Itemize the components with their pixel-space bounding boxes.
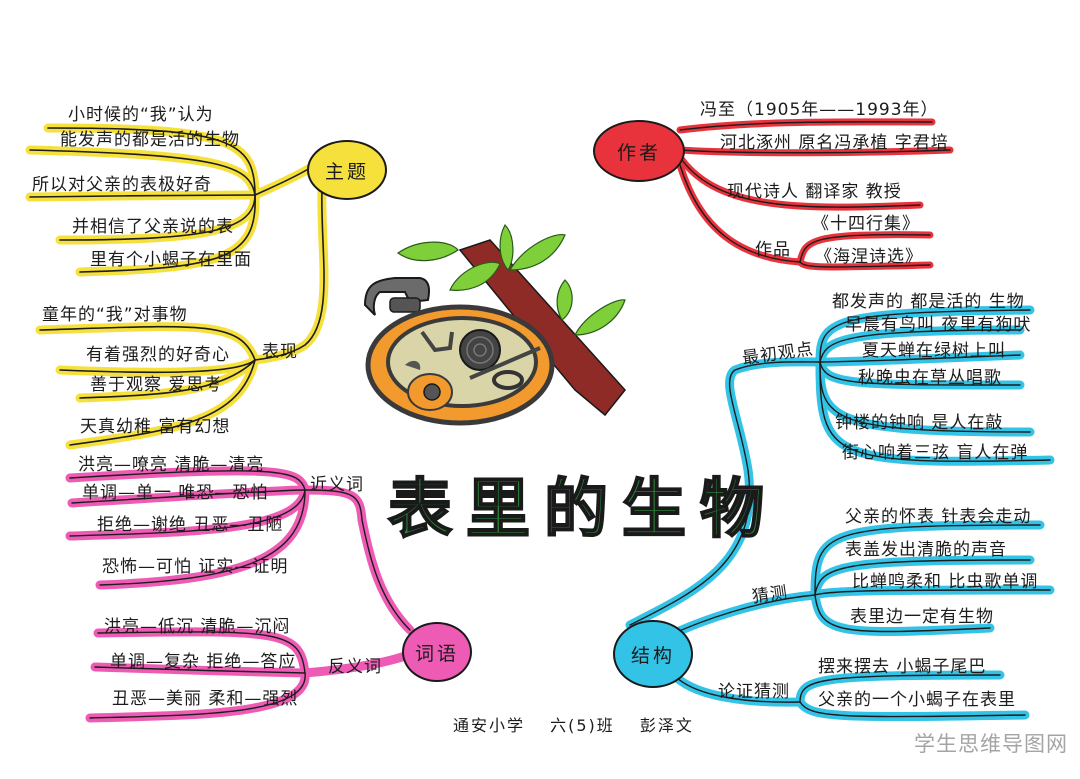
theme-performance-label: 表现 (262, 342, 298, 362)
author-item: 冯至（1905年——1993年） (700, 100, 939, 120)
author-item: 现代诗人 翻译家 教授 (727, 182, 902, 202)
theme-item: 能发声的都是活的生物 (60, 130, 240, 150)
theme-item: 小时候的“我”认为 (68, 105, 214, 125)
central-title: 表里的生物 (387, 471, 778, 548)
footer-credit: 通安小学 六(5)班 彭泽文 (453, 712, 712, 736)
confirm-item: 摆来摆去 小蝎子尾巴 (818, 657, 987, 677)
theme-node-label: 主题 (324, 160, 369, 183)
words-node[interactable]: 词语 (402, 622, 472, 682)
synonym-item: 单调—单一 唯恐—恐怕 (82, 483, 269, 503)
author-item: 河北涿州 原名冯承植 字君培 (720, 133, 949, 153)
theme-item: 里有个小蝎子在里面 (90, 250, 252, 270)
footer-school: 通安小学 (453, 716, 526, 735)
confirm-label: 论证猜测 (718, 682, 790, 702)
structure-node-label: 结构 (630, 644, 675, 667)
initial-view-item: 钟楼的钟响 是人在敲 (835, 413, 1004, 433)
words-branches (65, 466, 415, 723)
performance-item: 童年的“我”对事物 (42, 305, 188, 325)
initial-view-item: 早晨有鸟叫 夜里有狗吠 (845, 315, 1032, 335)
antonym-item: 单调—复杂 拒绝—答应 (110, 652, 297, 672)
footer-class: 六(5)班 (550, 716, 615, 735)
guess-item: 表盖发出清脆的声音 (845, 540, 1007, 560)
guess-item: 表里边一定有生物 (850, 607, 994, 627)
antonyms-label: 反义词 (328, 657, 382, 677)
footer-name: 彭泽文 (639, 716, 694, 735)
synonym-item: 恐怖—可怕 证实—证明 (102, 557, 289, 577)
confirm-item: 父亲的一个小蝎子在表里 (818, 690, 1016, 710)
author-works-label: 作品 (755, 240, 791, 260)
antonym-item: 丑恶—美丽 柔和—强烈 (112, 689, 299, 709)
author-work-item: 《海涅诗选》 (815, 247, 923, 267)
watermark: 学生思维导图网 (914, 732, 1068, 756)
author-node[interactable]: 作者 (593, 120, 685, 182)
initial-view-item: 夏天蝉在绿树上叫 (862, 341, 1006, 361)
initial-view-item: 秋晚虫在草丛唱歌 (858, 368, 1002, 388)
initial-view-item: 都发声的 都是活的 生物 (832, 292, 1025, 312)
guess-item: 比蝉鸣柔和 比虫歌单调 (852, 572, 1039, 592)
performance-item: 善于观察 爱思考 (90, 375, 223, 395)
synonyms-label: 近义词 (310, 475, 364, 495)
theme-node[interactable]: 主题 (307, 140, 387, 200)
author-work-item: 《十四行集》 (812, 214, 920, 234)
theme-branches (25, 123, 329, 450)
synonym-item: 洪亮—嘹亮 清脆—清亮 (78, 455, 265, 475)
theme-item: 所以对父亲的表极好奇 (32, 175, 212, 195)
synonym-item: 拒绝—谢绝 丑恶—丑陋 (97, 515, 284, 535)
performance-item: 有着强烈的好奇心 (86, 345, 230, 365)
words-node-label: 词语 (414, 642, 459, 665)
structure-node[interactable]: 结构 (613, 620, 693, 688)
guess-item: 父亲的怀表 针表会走动 (845, 507, 1032, 527)
antonym-item: 洪亮—低沉 清脆—沉闷 (104, 617, 291, 637)
pocket-watch-icon (363, 277, 555, 426)
performance-item: 天真幼稚 富有幻想 (80, 417, 231, 437)
author-node-label: 作者 (616, 141, 661, 164)
initial-view-item: 街心响着三弦 盲人在弹 (842, 443, 1029, 463)
theme-item: 并相信了父亲说的表 (72, 217, 234, 237)
leaf-icon (396, 224, 626, 336)
pocket-watch-illustration (363, 224, 626, 426)
author-branches (676, 118, 954, 271)
